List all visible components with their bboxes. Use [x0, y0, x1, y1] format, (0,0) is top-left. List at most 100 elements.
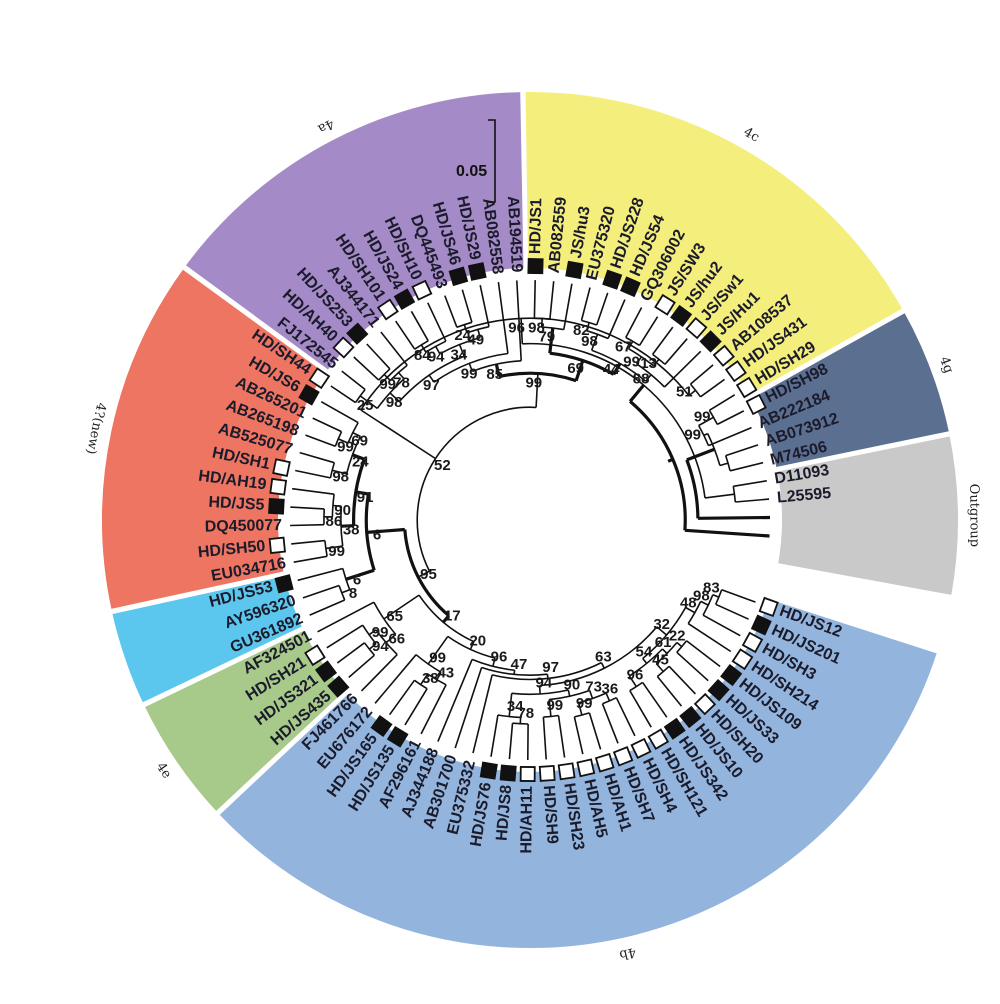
branch-radial [540, 318, 543, 328]
filled-square-icon [679, 705, 702, 729]
open-square-icon [594, 752, 615, 773]
branch-radial [520, 318, 524, 344]
bootstrap-value: 45 [652, 652, 669, 669]
branch-radial [404, 688, 428, 726]
branch-radial [625, 307, 643, 338]
branch-radial [577, 702, 583, 716]
filled-square-icon [448, 266, 469, 287]
bootstrap-value: 98 [332, 469, 349, 486]
filled-square-icon [565, 260, 584, 280]
open-square-icon [332, 336, 355, 359]
clade-label: 4c [741, 125, 762, 146]
branch-radial [719, 462, 729, 467]
branch-radial [629, 690, 652, 728]
bootstrap-value: 99 [379, 376, 396, 393]
bootstrap-value: 99 [328, 543, 345, 560]
branch-radial [290, 506, 325, 510]
branch-radial [684, 528, 770, 538]
bootstrap-value: 8 [349, 585, 357, 602]
branch-radial [383, 594, 420, 620]
filled-square-icon [663, 717, 686, 740]
bootstrap-value: 47 [511, 656, 528, 673]
branch-radial [641, 681, 668, 718]
bootstrap-value: 20 [469, 633, 486, 650]
branch-radial [389, 392, 400, 403]
branch-radial [388, 679, 416, 716]
branch-radial [702, 614, 741, 637]
branch-radial [305, 434, 336, 448]
branch-radial [291, 487, 335, 495]
bootstrap-value: 98 [581, 333, 598, 350]
branch-radial [655, 663, 664, 673]
filled-square-icon [499, 764, 517, 782]
branch-radial [612, 362, 622, 376]
bootstrap-value: 99 [429, 649, 446, 666]
bootstrap-value: 24 [454, 327, 471, 344]
strain-markers [268, 258, 779, 782]
branch-arc [447, 635, 496, 659]
branch-radial [397, 371, 405, 380]
branch-radial [676, 651, 709, 682]
branch-radial [497, 281, 509, 354]
scale-bar-line [488, 119, 496, 203]
bootstrap-value: 85 [486, 366, 503, 383]
branch-radial [477, 329, 481, 338]
bootstrap-value: 67 [615, 338, 632, 355]
branch-radial [360, 409, 436, 460]
branch-radial [295, 469, 331, 479]
bootstrap-value: 73 [585, 678, 602, 695]
branch-radial [663, 350, 702, 388]
branch-radial [549, 281, 555, 320]
branch-radial [664, 338, 688, 365]
branch-radial [293, 555, 328, 563]
branch-radial [688, 389, 697, 397]
tip-label: DQ450077 [205, 517, 283, 536]
open-square-icon [647, 728, 670, 751]
branch-radial [580, 287, 591, 321]
filled-square-icon [386, 725, 409, 748]
branch-radial [508, 693, 513, 717]
branch-radial [427, 302, 447, 342]
branch-radial [490, 714, 499, 757]
tip-label: HD/SH9 [540, 785, 561, 845]
open-square-icon [576, 758, 596, 778]
branch-radial [548, 327, 555, 354]
bootstrap-value: 32 [653, 616, 670, 633]
bootstrap-value: 99 [694, 409, 711, 426]
bootstrap-value: 96 [627, 666, 644, 683]
bootstrap-value: 43 [437, 664, 454, 681]
branch-radial [360, 654, 398, 692]
branch-radial [435, 346, 441, 355]
branch-arc [498, 371, 577, 383]
branch-radial [638, 316, 659, 346]
branch-radial [715, 603, 749, 620]
branch-radial [417, 570, 430, 578]
branch-radial [708, 394, 736, 411]
branch-radial [516, 280, 522, 361]
bootstrap-value: 65 [386, 608, 403, 625]
open-square-icon [731, 648, 754, 671]
branch-radial [351, 453, 365, 461]
branch-radial [336, 642, 365, 664]
tip-label: HD/JS1 [527, 198, 545, 254]
branch-radial [410, 310, 429, 342]
branch-radial [508, 723, 514, 760]
branch-arc [549, 689, 590, 701]
branch-radial [600, 662, 606, 669]
branch-radial [538, 685, 541, 695]
branch-radial [712, 593, 720, 598]
scale-bar-label: 0.05 [456, 163, 487, 180]
open-square-icon [630, 737, 652, 759]
branch-radial [605, 692, 611, 702]
bootstrap-value: 13 [640, 355, 657, 372]
bootstrap-value: 99 [576, 695, 593, 712]
branch-radial [380, 331, 408, 366]
branch-radial [355, 490, 369, 496]
branch-radial [341, 589, 350, 594]
open-square-icon [612, 746, 634, 767]
branch-radial [656, 626, 668, 636]
branch-arc [416, 406, 537, 572]
branch-radial [697, 515, 771, 520]
filled-square-icon [527, 258, 544, 275]
bootstrap-value: 99 [525, 374, 542, 391]
